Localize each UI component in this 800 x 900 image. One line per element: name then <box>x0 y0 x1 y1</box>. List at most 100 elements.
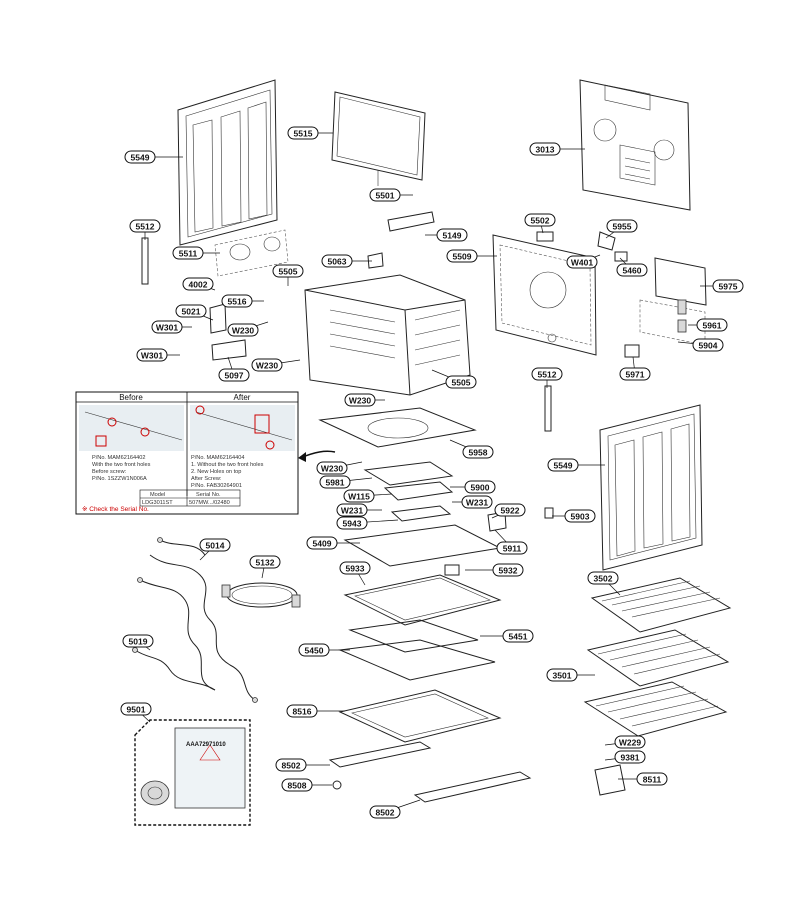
part-label-badge <box>531 367 563 381</box>
part-label-text: 5019 <box>129 637 148 647</box>
before-note-1: With the two front holes <box>92 462 151 468</box>
part-label-w301b: W301 <box>136 348 168 362</box>
part-label-badge <box>298 643 330 657</box>
part-label-5502: 5502 <box>524 213 556 227</box>
heat-shield-5409 <box>343 524 502 567</box>
oven-rack-3501-lower <box>583 681 728 737</box>
part-label-badge <box>136 348 168 362</box>
part-label-text: 5958 <box>469 448 488 458</box>
after-note-4: P/No. FAB30264901 <box>191 483 242 489</box>
burner-5943 <box>390 505 452 522</box>
part-label-text: 9381 <box>621 753 640 763</box>
part-label-text: 5512 <box>136 222 155 232</box>
part-label-badge <box>696 318 728 332</box>
part-label-badge <box>369 188 401 202</box>
after-note-2: 2. New Holes on top <box>191 469 241 475</box>
part-label-badge <box>120 702 152 716</box>
top-bracket <box>387 211 435 232</box>
part-label-badge <box>175 304 207 318</box>
part-label-badge <box>446 249 478 263</box>
part-label-badge <box>547 458 579 472</box>
part-label-w230d: W230 <box>316 461 348 475</box>
part-label-text: 5460 <box>623 266 642 276</box>
part-label-badge <box>692 338 724 352</box>
part-label-5512b: 5512 <box>531 367 563 381</box>
wire-harness <box>132 537 258 703</box>
rear-panel <box>579 79 691 211</box>
part-label-text: 5943 <box>343 519 362 529</box>
part-label-3502: 3502 <box>587 571 619 585</box>
part-label-text: W229 <box>619 738 641 748</box>
part-label-text: 5409 <box>313 539 332 549</box>
part-label-5505b: 5505 <box>445 375 477 389</box>
part-label-text: 3013 <box>536 145 555 155</box>
part-label-text: 5097 <box>225 371 244 381</box>
part-label-badge <box>566 255 598 269</box>
part-label-badge <box>339 561 371 575</box>
part-label-5961: 5961 <box>696 318 728 332</box>
part-label-text: 5932 <box>499 566 518 576</box>
part-label-text: 5501 <box>376 191 395 201</box>
part-label-badge <box>496 541 528 555</box>
part-label-5981: 5981 <box>319 475 351 489</box>
rail-8502-front <box>328 741 432 768</box>
part-5971 <box>624 344 640 358</box>
part-label-badge <box>436 228 468 242</box>
part-label-text: 5451 <box>509 632 528 642</box>
part-label-3013: 3013 <box>529 142 561 156</box>
part-label-5932: 5932 <box>492 563 524 577</box>
part-label-badge <box>369 805 401 819</box>
part-label-5451: 5451 <box>502 629 534 643</box>
part-label-text: 5063 <box>328 257 347 267</box>
part-label-text: 5509 <box>453 252 472 262</box>
part-label-badge <box>287 126 319 140</box>
part-label-badge <box>616 263 648 277</box>
bracket-5097 <box>211 339 247 361</box>
before-part-number: P/No. MAM62164402 <box>92 455 145 461</box>
part-label-badge <box>502 629 534 643</box>
part-label-badge <box>281 778 313 792</box>
part-label-badge <box>221 294 253 308</box>
part-label-text: W230 <box>349 396 371 406</box>
part-label-text: 5502 <box>531 216 550 226</box>
part-label-text: 5900 <box>471 483 490 493</box>
part-label-badge <box>199 538 231 552</box>
part-label-text: W231 <box>341 506 363 516</box>
part-label-badge <box>712 279 744 293</box>
part-label-text: 5021 <box>182 307 201 317</box>
hinge-strip-right <box>544 385 552 432</box>
part-label-5958: 5958 <box>462 445 494 459</box>
part-label-badge <box>306 536 338 550</box>
part-label-5971: 5971 <box>619 367 651 381</box>
part-label-badge <box>614 750 646 764</box>
bottom-plate <box>318 407 477 448</box>
part-label-text: 5549 <box>554 461 573 471</box>
base-8516 <box>338 689 502 743</box>
part-label-badge <box>151 320 183 334</box>
part-label-text: 5505 <box>452 378 471 388</box>
oven-rack-3502 <box>590 577 732 633</box>
part-label-badge <box>619 367 651 381</box>
part-label-text: 5014 <box>206 541 225 551</box>
part-label-badge <box>614 735 646 749</box>
oven-rack-3501-upper <box>586 629 730 687</box>
bottom-tray-5933 <box>343 574 502 626</box>
part-label-text: 5515 <box>294 129 313 139</box>
part-label-w231b: W231 <box>336 503 368 517</box>
part-label-w115: W115 <box>343 489 375 503</box>
part-label-badge <box>227 323 259 337</box>
service-kit: AAA72971010 <box>134 719 251 826</box>
hinge-strip-left <box>141 237 149 285</box>
part-label-badge <box>218 368 250 382</box>
part-label-badge <box>321 254 353 268</box>
part-label-5132: 5132 <box>249 555 281 569</box>
model-header: Model <box>150 492 165 498</box>
part-label-text: 5971 <box>626 370 645 380</box>
part-label-4002: 4002 <box>182 277 214 291</box>
part-label-badge <box>251 358 283 372</box>
part-label-badge <box>529 142 561 156</box>
rail-8502-rear <box>413 771 532 803</box>
switch-5955 <box>597 231 616 251</box>
part-label-5063: 5063 <box>321 254 353 268</box>
part-label-text: W230 <box>232 326 254 336</box>
